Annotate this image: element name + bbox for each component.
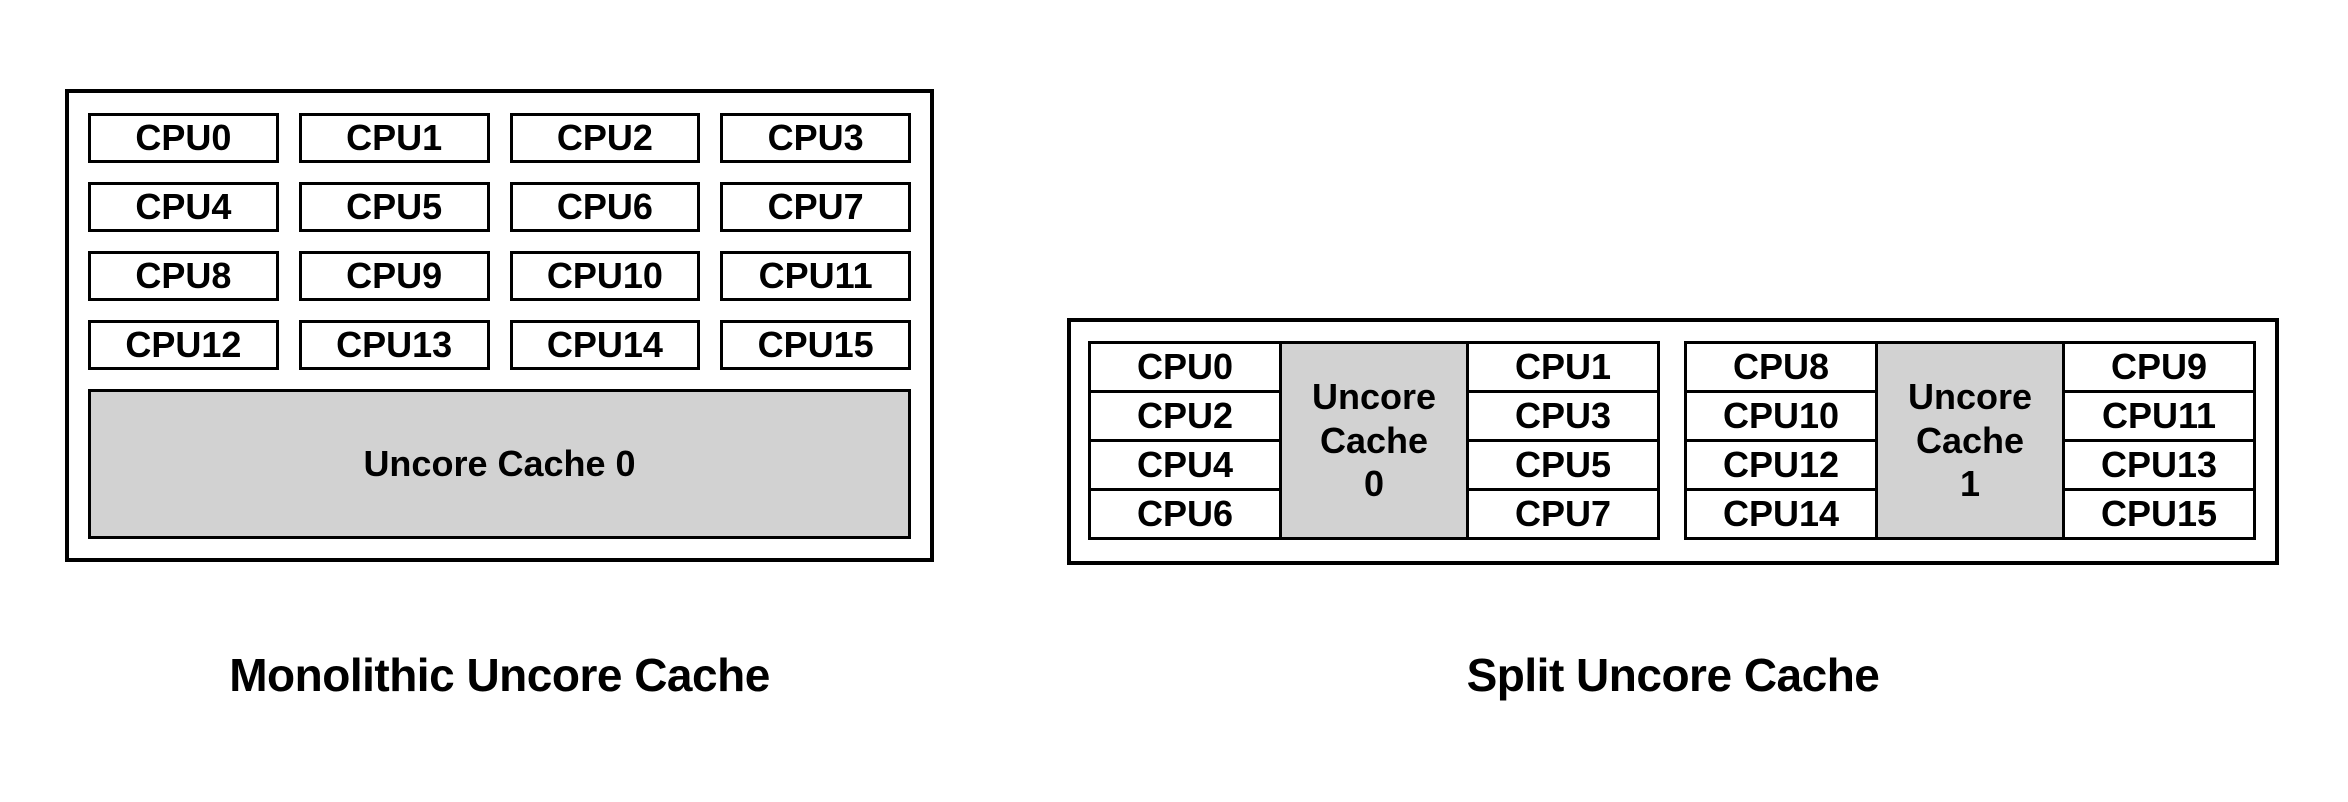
split-cpu-box-9: CPU9: [2062, 341, 2256, 393]
mono-cpu-box-2: CPU2: [509, 113, 701, 163]
mono-cpu-box-10: CPU10: [509, 251, 701, 301]
split-cpu-box-11: CPU11: [2062, 390, 2256, 442]
split-caption: Split Uncore Cache: [1466, 649, 1880, 701]
split-group-0: CPU0 CPU2 CPU4 CPU6 Uncore Cache 0 CPU1 …: [1088, 341, 1660, 540]
split-group-1-left-column: CPU8 CPU10 CPU12 CPU14: [1684, 341, 1878, 540]
split-group-1-right-column: CPU9 CPU11 CPU13 CPU15: [2062, 341, 2256, 540]
mono-cpu-box-0: CPU0: [88, 113, 279, 163]
mono-cpu-box-9: CPU9: [298, 251, 490, 301]
mono-cpu-box-5: CPU5: [298, 182, 490, 232]
mono-cpu-box-11: CPU11: [720, 251, 911, 301]
mono-cpu-box-15: CPU15: [720, 320, 911, 370]
split-cpu-box-4: CPU4: [1088, 439, 1282, 491]
mono-uncore-cache-box: Uncore Cache 0: [88, 389, 911, 539]
split-cpu-box-13: CPU13: [2062, 439, 2256, 491]
split-cpu-box-1: CPU1: [1466, 341, 1660, 393]
split-uncore-cache-1-box: Uncore Cache 1: [1875, 341, 2065, 540]
mono-cpu-box-8: CPU8: [88, 251, 279, 301]
split-uncore-cache-0-box: Uncore Cache 0: [1279, 341, 1469, 540]
split-figure: CPU0 CPU2 CPU4 CPU6 Uncore Cache 0 CPU1 …: [1067, 318, 2279, 565]
split-cpu-box-7: CPU7: [1466, 488, 1660, 540]
mono-cpu-box-14: CPU14: [509, 320, 701, 370]
split-group-0-left-column: CPU0 CPU2 CPU4 CPU6: [1088, 341, 1282, 540]
monolithic-figure: CPU0 CPU1 CPU2 CPU3 CPU4 CPU5 CPU6 CPU7 …: [65, 89, 934, 562]
split-cpu-box-14: CPU14: [1684, 488, 1878, 540]
split-cpu-box-8: CPU8: [1684, 341, 1878, 393]
split-cpu-box-3: CPU3: [1466, 390, 1660, 442]
split-cpu-box-10: CPU10: [1684, 390, 1878, 442]
split-cpu-box-0: CPU0: [1088, 341, 1282, 393]
split-group-0-right-column: CPU1 CPU3 CPU5 CPU7: [1466, 341, 1660, 540]
split-cpu-box-15: CPU15: [2062, 488, 2256, 540]
mono-cpu-box-13: CPU13: [298, 320, 490, 370]
split-cpu-box-6: CPU6: [1088, 488, 1282, 540]
mono-cpu-box-1: CPU1: [298, 113, 490, 163]
mono-cpu-box-7: CPU7: [720, 182, 911, 232]
split-group-1: CPU8 CPU10 CPU12 CPU14 Uncore Cache 1 CP…: [1684, 341, 2256, 540]
split-cpu-box-12: CPU12: [1684, 439, 1878, 491]
monolithic-cpu-grid: CPU0 CPU1 CPU2 CPU3 CPU4 CPU5 CPU6 CPU7 …: [88, 113, 911, 370]
mono-cpu-box-12: CPU12: [88, 320, 279, 370]
mono-cpu-box-3: CPU3: [720, 113, 911, 163]
monolithic-caption: Monolithic Uncore Cache: [229, 649, 770, 701]
split-cpu-box-5: CPU5: [1466, 439, 1660, 491]
mono-cpu-box-6: CPU6: [509, 182, 701, 232]
mono-cpu-box-4: CPU4: [88, 182, 279, 232]
split-cpu-box-2: CPU2: [1088, 390, 1282, 442]
